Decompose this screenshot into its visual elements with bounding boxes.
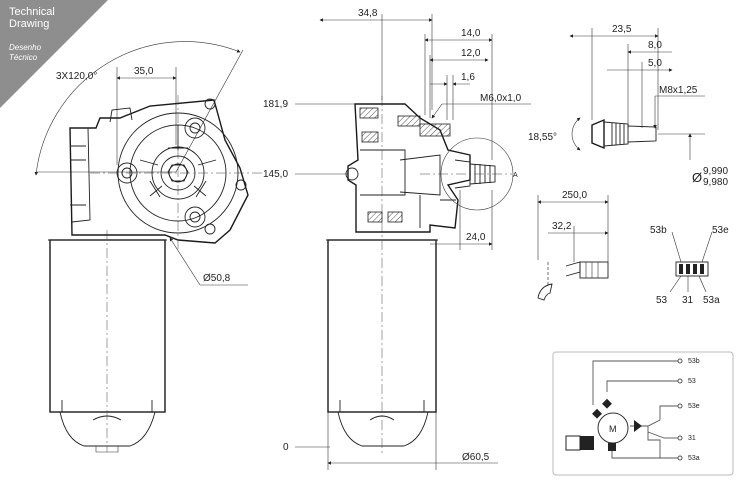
thread-m6: M6,0x1,0 — [480, 93, 522, 104]
connector-pinout: 53b 53e 53 31 53a — [650, 225, 729, 306]
dim-24-0: 24,0 — [466, 232, 486, 243]
dim-34-8: 34,8 — [358, 8, 378, 19]
dim-14-0: 14,0 — [461, 28, 481, 39]
dim-1-6: 1,6 — [461, 72, 475, 83]
shaft-diameter-lower: 9,980 — [703, 177, 728, 188]
thread-m8: M8x1,25 — [659, 85, 698, 96]
gearbox-housing — [69, 99, 249, 244]
height-181-9: 181,9 — [263, 99, 288, 110]
detail-label-a: A — [513, 172, 518, 179]
schematic-terminal-53e: 53e — [688, 403, 700, 410]
wiring-schematic: 53b 53 53e 31 53a M — [552, 351, 734, 476]
banner-title-line2: Drawing — [9, 18, 49, 30]
title-banner: Technical Drawing Desenho Técnico — [0, 0, 108, 108]
pin-31: 31 — [682, 295, 694, 306]
shaft-diameter-symbol: Ø — [692, 170, 702, 185]
schematic-terminal-53a: 53a — [688, 455, 700, 462]
schematic-terminal-53b: 53b — [688, 358, 700, 365]
motor-can — [49, 239, 166, 413]
dim-5-0: 5,0 — [648, 58, 662, 69]
height-145-0: 145,0 — [263, 169, 288, 180]
schematic-frame — [552, 351, 734, 476]
pin-53e: 53e — [712, 225, 729, 236]
schematic-terminal-31: 31 — [688, 435, 696, 442]
front-view: 3X120,0° 35,0 — [34, 41, 262, 453]
shaft-detail: 23,5 8,0 5,0 M8x1,25 18,55° Ø 9,990 9,98… — [528, 24, 728, 188]
angle-arc — [34, 41, 241, 176]
cable-detail: 250,0 32,2 — [537, 190, 609, 301]
dim-32-2: 32,2 — [552, 221, 572, 232]
angle-dimension: 3X120,0° — [56, 71, 97, 82]
width-dimension: 35,0 — [134, 66, 154, 77]
motor-symbol-label: M — [609, 424, 617, 434]
connector-body — [675, 261, 709, 277]
pin-53b: 53b — [650, 225, 667, 236]
angle-18-55: 18,55° — [528, 132, 557, 143]
banner-subtitle-line1: Desenho — [9, 43, 42, 52]
side-can-diameter: Ø60,5 — [462, 452, 490, 463]
height-zero: 0 — [283, 442, 289, 453]
can-diameter-dimension: Ø50,8 — [203, 273, 231, 284]
dim-250-0: 250,0 — [562, 190, 587, 201]
dim-12-0: 12,0 — [461, 48, 481, 59]
detail-circle — [440, 137, 514, 211]
dim-8-0: 8,0 — [648, 40, 662, 51]
pin-53: 53 — [656, 295, 668, 306]
dim-23-5: 23,5 — [612, 24, 632, 35]
side-view: 181,9 145,0 0 Ø60,5 A — [263, 8, 531, 470]
schematic-terminal-53: 53 — [688, 378, 696, 385]
pin-53a: 53a — [703, 295, 720, 306]
banner-subtitle-line2: Técnico — [9, 53, 38, 62]
shaft-diameter-upper: 9,990 — [703, 166, 728, 177]
banner-title-line1: Technical — [9, 6, 55, 18]
